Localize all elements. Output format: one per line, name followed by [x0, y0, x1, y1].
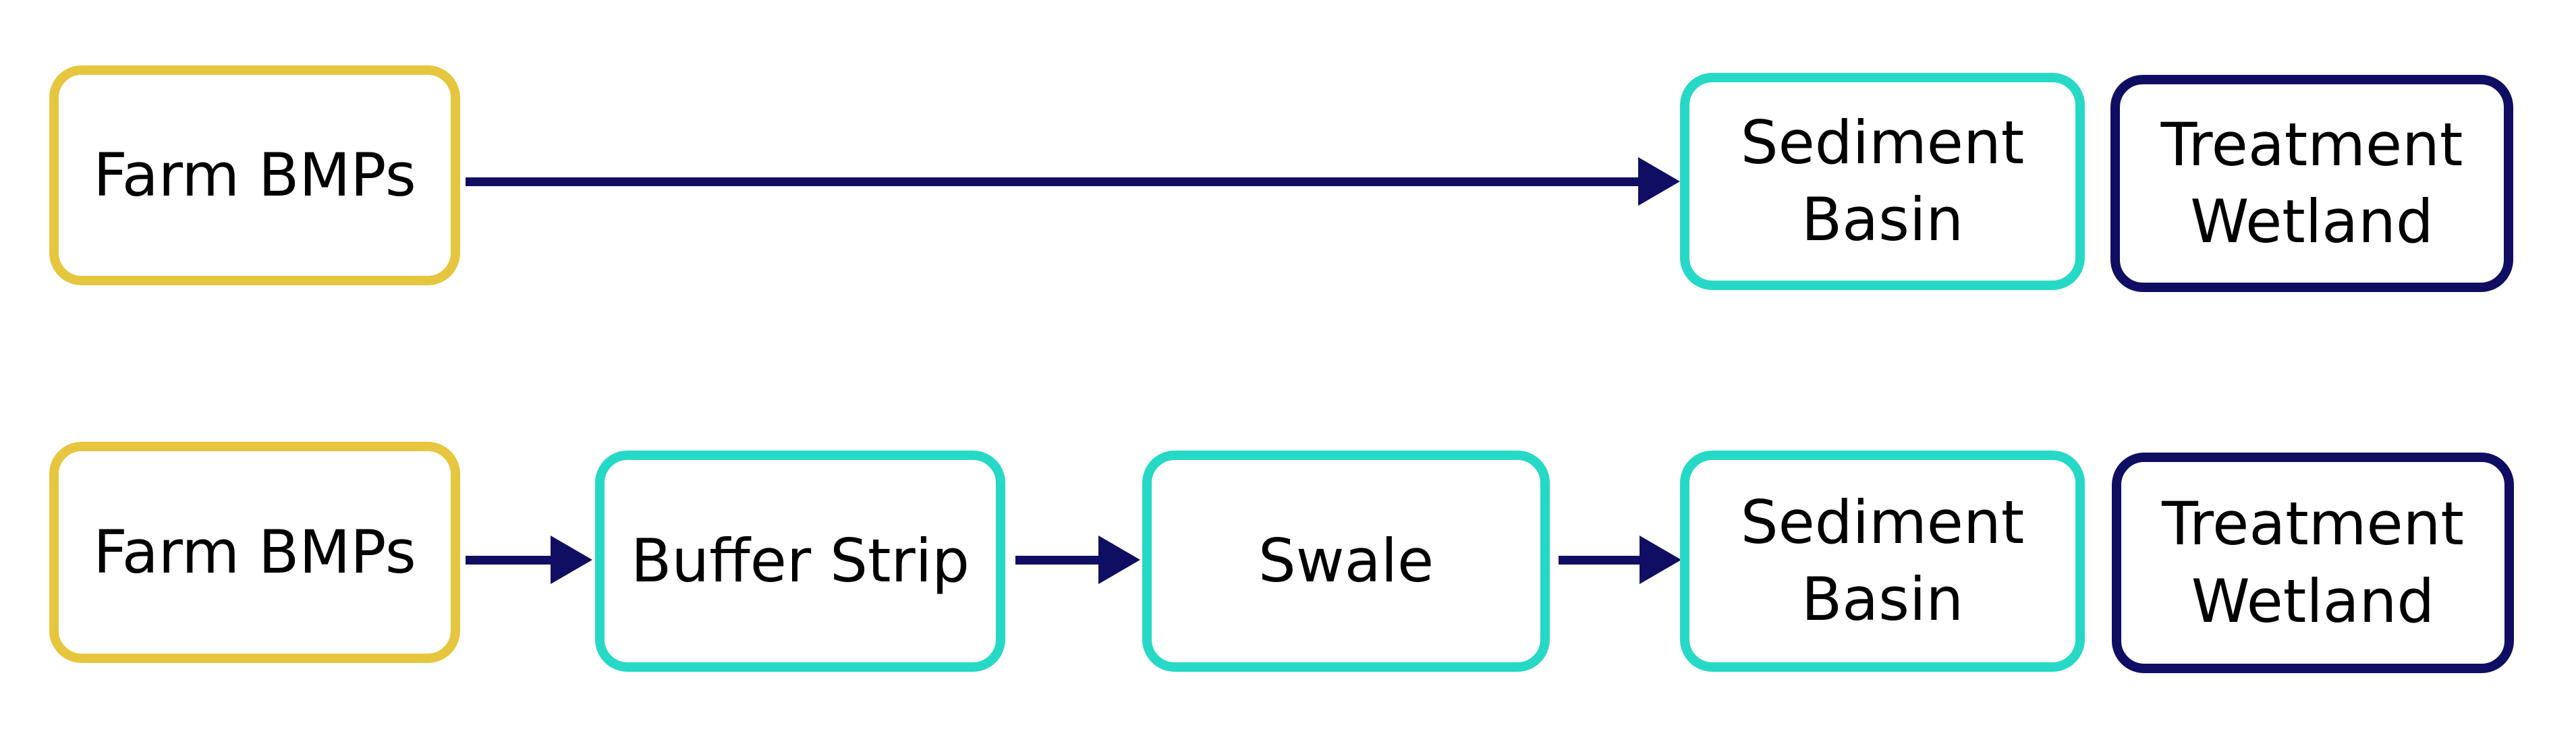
arrow-row2-buffer-to-swale-shaft [1015, 556, 1100, 565]
arrow-row1-farm-to-sediment-shaft [466, 177, 1640, 186]
node-treatment-wetland-row2: Treatment Wetland [2112, 453, 2514, 673]
arrow-row2-farm-to-buffer-head-icon [551, 536, 592, 584]
node-buffer-strip-row2: Buffer Strip [595, 451, 1005, 672]
node-label: Farm BMPs [93, 517, 416, 587]
node-label: Sediment Basin [1740, 487, 2025, 634]
node-swale-row2: Swale [1142, 451, 1550, 672]
arrow-row2-buffer-to-swale-head-icon [1098, 536, 1140, 584]
arrow-row1-farm-to-sediment-head-icon [1638, 157, 1680, 206]
node-sediment-basin-row2: Sediment Basin [1680, 451, 2085, 672]
node-treatment-wetland-row1: Treatment Wetland [2110, 75, 2513, 292]
node-label: Swale [1258, 525, 1434, 596]
node-farm-bmps-row2: Farm BMPs [49, 442, 460, 663]
node-label: Buffer Strip [631, 525, 970, 596]
node-label: Treatment Wetland [2162, 489, 2464, 636]
node-label: Farm BMPs [93, 140, 416, 210]
node-label: Treatment Wetland [2160, 109, 2463, 256]
node-farm-bmps-row1: Farm BMPs [49, 65, 460, 285]
node-label: Sediment Basin [1740, 107, 2025, 254]
arrow-row2-farm-to-buffer-shaft [466, 556, 552, 565]
node-sediment-basin-row1: Sediment Basin [1680, 73, 2085, 290]
arrow-row2-swale-to-sediment-shaft [1559, 556, 1641, 565]
arrow-row2-swale-to-sediment-head-icon [1640, 536, 1681, 584]
